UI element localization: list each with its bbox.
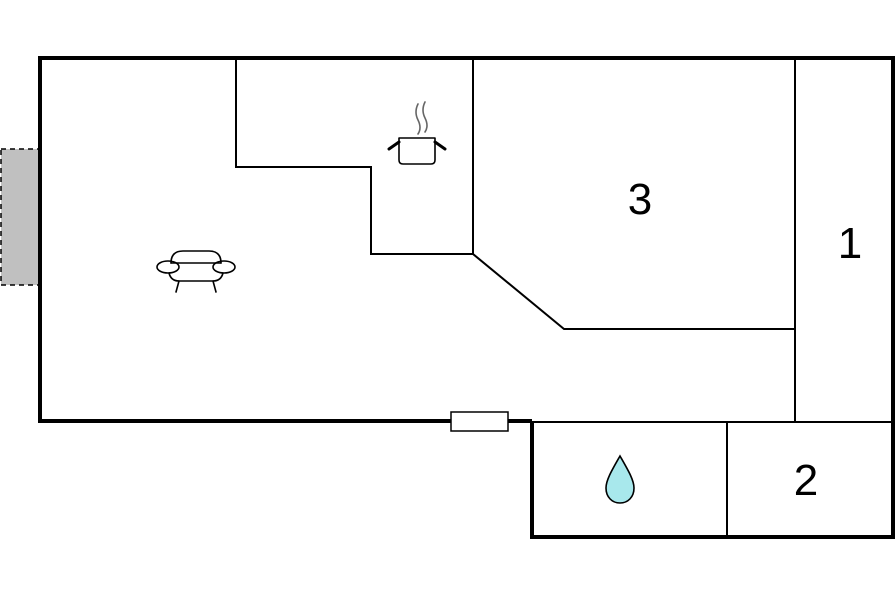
room3-walls [472, 58, 795, 330]
kitchen-walls [235, 58, 473, 255]
room-label-3: 3 [628, 175, 652, 224]
cooking-pot-icon [387, 101, 447, 165]
outer-wall-annex [530, 421, 895, 539]
room-label-2: 2 [794, 456, 818, 505]
window-bottom [450, 411, 509, 432]
room-label-1: 1 [838, 219, 862, 268]
sofa-icon [156, 250, 236, 293]
water-drop-icon [605, 454, 635, 504]
terrace-area [0, 148, 40, 286]
outer-wall-main [38, 56, 895, 423]
